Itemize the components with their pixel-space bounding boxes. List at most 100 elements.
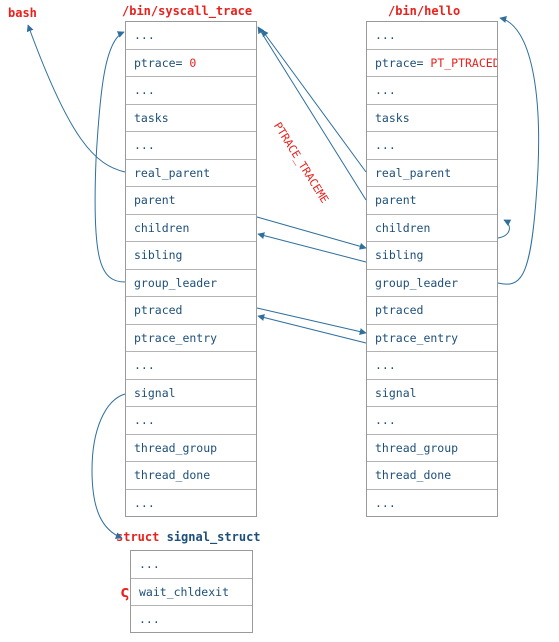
field-name: ptraced xyxy=(375,303,424,317)
field-name: sibling xyxy=(375,248,424,262)
field-name: ... xyxy=(134,413,155,427)
field-name: ... xyxy=(375,28,396,42)
hello-field-group_leader: group_leader xyxy=(367,270,497,297)
syscall-trace-field-thread_group: thread_group xyxy=(126,435,256,462)
syscall-trace-field-signal: signal xyxy=(126,380,256,407)
syscall-trace-field-sibling: sibling xyxy=(126,242,256,270)
field-value: PT_PTRACED xyxy=(430,55,497,70)
syscall-trace-field-real_parent: real_parent xyxy=(126,160,256,187)
children-to-sibling-arrow xyxy=(256,216,367,250)
field-name: ... xyxy=(139,557,160,571)
field-name: ... xyxy=(375,138,396,152)
field-name: ... xyxy=(375,358,396,372)
hello-field-tasks: tasks xyxy=(367,105,497,132)
syscall-trace-field-ellipsis: ... xyxy=(126,407,256,435)
field-name: real_parent xyxy=(375,165,452,180)
signal-struct-field-ellipsis: ... xyxy=(131,551,252,579)
signal-struct-field-ellipsis: ... xyxy=(131,606,252,634)
hello-real-parent-arrow xyxy=(261,29,367,173)
struct-keyword: struct xyxy=(116,530,160,544)
ptraced-to-entry-arrow xyxy=(256,307,367,336)
hello-field-ellipsis: ... xyxy=(367,407,497,435)
field-name: ... xyxy=(139,612,160,626)
field-name: parent xyxy=(375,193,417,207)
field-name: wait_chldexit xyxy=(139,584,230,599)
field-name: real_parent xyxy=(134,165,211,180)
field-name: thread_group xyxy=(375,440,459,455)
hello-field-ptrace: ptrace= PT_PTRACED xyxy=(367,50,497,77)
syscall-trace-field-tasks: tasks xyxy=(126,105,256,132)
hello-title: /bin/hello xyxy=(388,4,461,18)
entry-to-ptraced-arrow xyxy=(257,314,367,344)
syscall-trace-field-ellipsis: ... xyxy=(126,352,256,380)
field-name: children xyxy=(134,220,190,235)
syscall-trace-field-ellipsis: ... xyxy=(126,77,256,105)
signal-to-struct-arrow xyxy=(91,393,126,539)
field-name: thread_group xyxy=(134,440,218,455)
bash-label: bash xyxy=(8,6,37,20)
field-name: tasks xyxy=(375,110,410,125)
field-value: 0 xyxy=(189,55,197,70)
field-name: parent xyxy=(134,193,176,207)
hello-children-self-arrow xyxy=(497,219,512,239)
hello-field-sibling: sibling xyxy=(367,242,497,270)
wait-loop-icon: ς xyxy=(120,582,130,601)
signal-struct-box: ... wait_chldexit... xyxy=(130,550,253,633)
struct-name: signal_struct xyxy=(166,530,261,544)
syscall-trace-field-ptraced: ptraced xyxy=(126,297,256,325)
field-name: ... xyxy=(134,138,155,152)
field-name: group_leader xyxy=(134,275,218,290)
hello-field-ellipsis: ... xyxy=(367,77,497,105)
hello-field-children: children xyxy=(367,215,497,242)
syscall-trace-field-ptrace: ptrace= 0 xyxy=(126,50,256,77)
field-name: ... xyxy=(134,28,155,42)
hello-field-parent: parent xyxy=(367,187,497,215)
syscall-trace-field-parent: parent xyxy=(126,187,256,215)
syscall-trace-field-children: children xyxy=(126,215,256,242)
field-name: ptrace_entry xyxy=(134,330,218,345)
sibling-to-children-arrow xyxy=(257,232,367,263)
hello-field-ellipsis: ... xyxy=(367,22,497,50)
field-name: ptrace= xyxy=(375,55,431,70)
hello-field-ptraced: ptraced xyxy=(367,297,497,325)
hello-field-ellipsis: ... xyxy=(367,132,497,160)
field-name: children xyxy=(375,220,431,235)
field-name: ptraced xyxy=(134,303,183,317)
hello-parent-arrow xyxy=(257,26,367,201)
field-name: thread_done xyxy=(375,468,452,482)
field-name: ptrace_entry xyxy=(375,330,459,345)
syscall-trace-field-ellipsis: ... xyxy=(126,22,256,50)
signal-struct-title: struct signal_struct xyxy=(116,530,261,544)
field-name: ... xyxy=(375,495,396,510)
syscall-trace-field-group_leader: group_leader xyxy=(126,270,256,297)
field-name: sibling xyxy=(134,248,183,262)
syscall-trace-field-thread_done: thread_done xyxy=(126,462,256,490)
hello-field-ptrace_entry: ptrace_entry xyxy=(367,325,497,352)
syscall-trace-title: /bin/syscall_trace xyxy=(122,4,253,18)
hello-field-ellipsis: ... xyxy=(367,352,497,380)
field-name: ptrace= xyxy=(134,55,190,70)
field-name: signal xyxy=(134,385,176,400)
field-name: thread_done xyxy=(134,468,211,482)
hello-field-thread_group: thread_group xyxy=(367,435,497,462)
field-name: signal xyxy=(375,385,417,400)
syscall-trace-field-ellipsis: ... xyxy=(126,490,256,518)
hello-field-signal: signal xyxy=(367,380,497,407)
real-parent-to-bash-arrow xyxy=(26,24,126,173)
syscall-trace-field-ellipsis: ... xyxy=(126,132,256,160)
hello-field-real_parent: real_parent xyxy=(367,160,497,187)
hello-group-leader-loop-arrow xyxy=(497,16,540,285)
field-name: ... xyxy=(134,83,155,97)
signal-struct-field-wait_chldexit: wait_chldexit xyxy=(131,579,252,606)
field-name: tasks xyxy=(134,110,169,125)
field-name: ... xyxy=(375,83,396,97)
field-name: ... xyxy=(134,495,155,510)
field-name: ... xyxy=(375,413,396,427)
hello-field-ellipsis: ... xyxy=(367,490,497,518)
hello-field-thread_done: thread_done xyxy=(367,462,497,490)
left-group-leader-loop-arrow xyxy=(94,31,126,283)
field-name: ... xyxy=(134,358,155,372)
field-name: group_leader xyxy=(375,275,459,290)
